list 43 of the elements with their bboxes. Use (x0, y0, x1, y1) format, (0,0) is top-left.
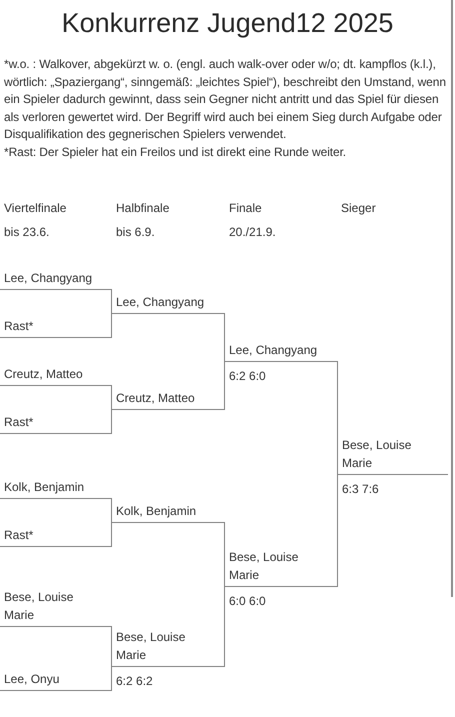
bracket-connector (111, 409, 113, 434)
round-header: Viertelfinale (4, 200, 66, 216)
player-name: Bese, Louise Marie (229, 549, 300, 584)
bracket-connector (224, 361, 226, 410)
round-header: Sieger (341, 200, 376, 216)
bracket-connector (111, 313, 113, 338)
bracket-connector (224, 522, 226, 587)
player-name: Rast* (4, 527, 34, 544)
round-date: bis 6.9. (116, 224, 155, 240)
bracket-connector (111, 626, 113, 667)
round-header: Finale (229, 200, 262, 216)
player-name: Lee, Changyang (229, 342, 318, 359)
bracket-connector (224, 313, 226, 362)
bracket-connector (337, 361, 339, 475)
match-score: 6:2 6:2 (116, 673, 153, 689)
bracket-connector (111, 666, 113, 691)
title: Konkurrenz Jugend12 2025 (60, 7, 394, 40)
round-date: bis 23.6. (4, 224, 50, 240)
round-date: 20./21.9. (229, 224, 276, 240)
player-name: Bese, Louise Marie (342, 437, 412, 472)
bracket-connector (111, 522, 113, 547)
bracket-connector (111, 498, 113, 523)
match-score: 6:0 6:0 (229, 593, 266, 609)
player-name: Rast* (4, 414, 34, 431)
player-name: Bese, Louise Marie (4, 589, 74, 624)
bracket-connector (337, 474, 339, 587)
player-name: Creutz, Matteo (4, 366, 84, 383)
round-header: Halbfinale (116, 200, 170, 216)
player-name: Creutz, Matteo (116, 390, 196, 407)
player-name: Lee, Changyang (116, 294, 206, 311)
bracket-connector (224, 586, 226, 667)
match-score: 6:2 6:0 (229, 368, 266, 384)
player-name: Rast* (4, 318, 34, 335)
bracket-connector (111, 385, 113, 410)
footnote: *w.o. : Walkover, abgekürzt w. o. (engl. auch walk-over oder w/o; dt. kampflos (k.l.), wörtlich: „Spaziergang“, sinngemäß: „leichtes Spiel“), beschreibt den Umstand, wenn ein Spieler dadurch gewinnt, dass sein Gegner nicht antritt und das Spiel für diesen als verloren gewertet wird. Der Begriff wird auch bei einem Sieg durch Aufgabe oder Disqualifikation des gegnerischen Spielers verwendet. (4, 56, 447, 143)
footnote: *Rast: Der Spieler hat ein Freilos und ist direkt eine Runde weiter. (4, 144, 348, 160)
player-name: Lee, Onyu (4, 671, 60, 688)
player-name: Bese, Louise Marie (116, 629, 186, 664)
player-name: Kolk, Benjamin (4, 479, 86, 496)
match-score: 6:3 7:6 (342, 481, 379, 497)
player-name: Lee, Changyang (4, 270, 94, 287)
player-name: Kolk, Benjamin (116, 503, 198, 520)
bracket-connector (111, 289, 113, 314)
